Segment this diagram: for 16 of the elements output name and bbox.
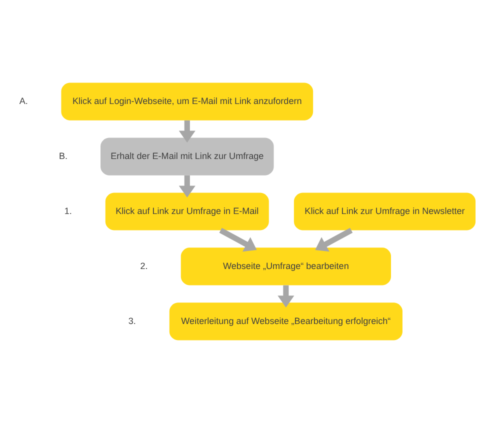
- node-box: Erhalt der E-Mail mit Link zur Umfrage: [100, 137, 274, 175]
- arrow: [219, 227, 257, 252]
- node-label: 1.: [64, 205, 72, 216]
- node-label: B.: [59, 150, 68, 160]
- node-box: Klick auf Login-Webseite, um E-Mail mit Link anzufordern: [61, 82, 314, 120]
- node-box: Klick auf Link zur Umfrage in E-Mail: [105, 192, 269, 230]
- node-label: 2.: [140, 260, 148, 270]
- arrow: [315, 227, 353, 252]
- node-box: Weiterleitung auf Webseite „Bearbeitung erfolgreich“: [169, 302, 402, 340]
- arrow: [178, 174, 196, 198]
- arrow: [278, 284, 294, 307]
- node-box: Klick auf Link zur Umfrage in Newsletter: [294, 192, 476, 230]
- node-box: Webseite „Umfrage“ bearbeiten: [180, 247, 391, 285]
- arrow: [178, 120, 196, 142]
- node-label: A.: [19, 95, 28, 106]
- node-label: 3.: [128, 315, 136, 326]
